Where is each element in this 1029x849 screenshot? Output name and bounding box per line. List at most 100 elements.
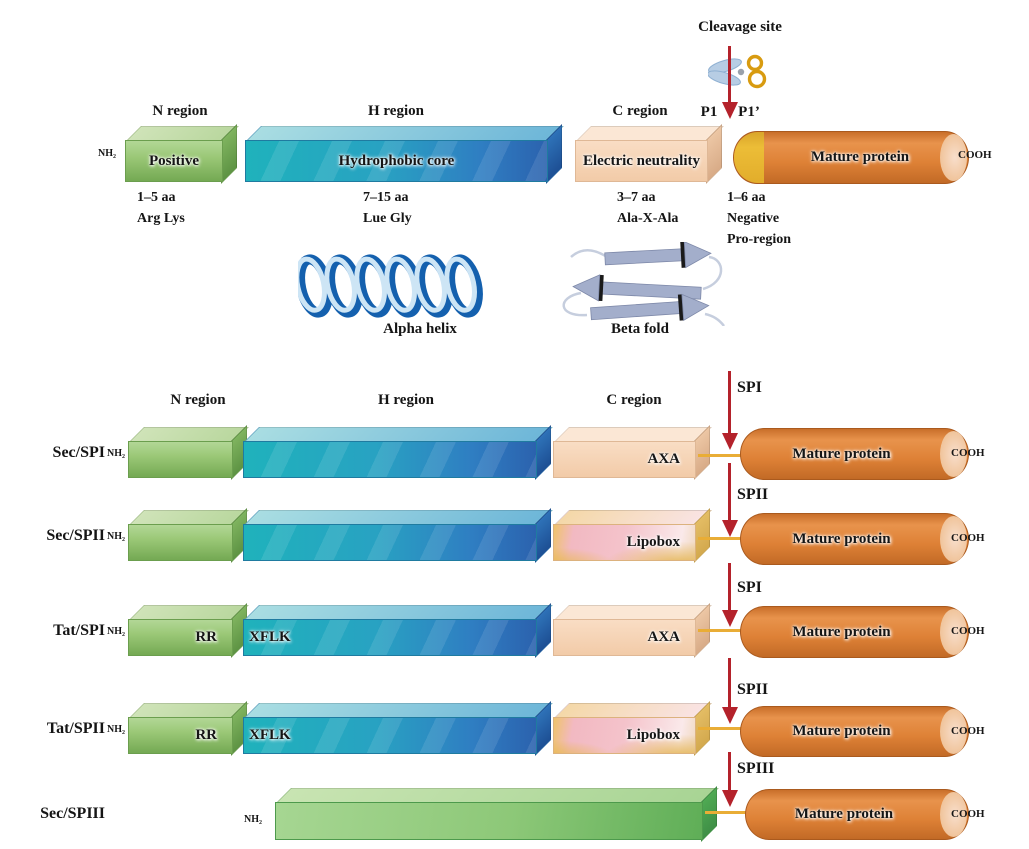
cylinder-end-cap — [940, 792, 967, 837]
top-h-region-label: H region — [368, 103, 424, 119]
row1-mature-label: Mature protein — [792, 445, 891, 462]
cleavage-arrow-line — [728, 46, 731, 104]
n-box-label: Positive — [149, 152, 199, 169]
box-front-face — [243, 524, 537, 561]
row4-enzyme-label: SPII — [737, 681, 769, 698]
row5-enzyme-label: SPIII — [737, 760, 775, 777]
pro-region-annotation: 1–6 aa Negative Pro-region — [727, 187, 791, 250]
row-label-sec-spiii: Sec/SPIII — [40, 805, 105, 822]
pro-line2: Negative — [727, 211, 780, 226]
row1-c-region-box: AXA — [553, 425, 712, 480]
h-residues: Lue Gly — [363, 211, 412, 226]
box-front-face: XFLK — [243, 717, 537, 754]
row2-cooh-label: COOH — [951, 532, 985, 544]
row3-enzyme-label: SPI — [737, 579, 762, 596]
row3-nh2-label: NH₂ — [107, 626, 125, 637]
row4-arrow-head — [722, 707, 738, 724]
box-front-face: Positive — [125, 140, 223, 182]
row3-n-region-box: RR — [128, 603, 249, 658]
row5-mature-label: Mature protein — [794, 806, 894, 822]
row3-mature-label: Mature protein — [792, 623, 891, 640]
row5-signal-peptide-box — [275, 786, 719, 842]
mature-protein-label: Mature protein — [810, 149, 910, 165]
row2-enzyme-label: SPII — [737, 486, 769, 503]
row4-arrow-line — [728, 658, 731, 707]
box-front-face: Lipobox — [553, 524, 696, 561]
row2-mature-label: Mature protein — [792, 530, 891, 547]
box-front-face: RR — [128, 717, 233, 754]
row5-arrow-line — [728, 752, 731, 790]
row2-n-region-box — [128, 508, 249, 563]
row1-h-region-box — [243, 425, 553, 480]
row3-arrow-head — [722, 610, 738, 627]
c-aa-count: 3–7 aa — [617, 190, 656, 205]
h-aa-count: 7–15 aa — [363, 190, 409, 205]
top-c-region-box: Electric neutrality — [575, 124, 724, 184]
pro-aa-count: 1–6 aa — [727, 190, 766, 205]
row4-c-region-box: Lipobox — [553, 701, 712, 756]
box-front-face: XFLK — [243, 619, 537, 656]
alpha-helix-illustration — [298, 254, 483, 318]
row5-cooh-label: COOH — [951, 808, 985, 820]
scissors-icon — [708, 54, 767, 89]
box-front-face: AXA — [553, 441, 696, 478]
cleavage-site-label: Cleavage site — [698, 19, 782, 35]
row-label-tat-spii: Tat/SPII — [46, 720, 105, 737]
row1-nh2-label: NH₂ — [107, 448, 125, 459]
row2-c-region-box: Lipobox — [553, 508, 712, 563]
top-nh2-label: NH₂ — [98, 148, 116, 159]
row4-nh2-label: NH₂ — [107, 724, 125, 735]
c-box-label: Electric neutrality — [582, 152, 701, 169]
row1-enzyme-label: SPI — [737, 379, 762, 396]
top-cooh-label: COOH — [958, 149, 992, 161]
row3-cooh-label: COOH — [951, 625, 985, 637]
box-front-face — [243, 441, 537, 478]
row3-c-region-box: AXA — [553, 603, 712, 658]
top-n-region-box: Positive — [125, 124, 239, 184]
c-residues: Ala-X-Ala — [617, 211, 679, 226]
h-region-annotation: 7–15 aa Lue Gly — [363, 187, 412, 229]
row3-h-label: XFLK — [249, 629, 291, 645]
row5-cleavage-connector — [705, 811, 747, 814]
row4-n-region-box: RR — [128, 701, 249, 756]
row3-c-label: AXA — [647, 629, 681, 645]
row1-arrow-line — [728, 371, 731, 433]
box-front-face: Lipobox — [553, 717, 696, 754]
row4-mature-label: Mature protein — [792, 723, 891, 739]
row5-arrow-head — [722, 790, 738, 807]
row3-n-label: RR — [195, 629, 217, 645]
n-aa-count: 1–5 aa — [137, 190, 176, 205]
row3-mature-protein-cylinder: Mature protein — [740, 606, 969, 658]
bottom-h-region-header: H region — [378, 392, 434, 408]
cleavage-arrow-head — [722, 102, 738, 119]
bottom-c-region-header: C region — [606, 392, 662, 408]
box-front-face: Hydrophobic core — [245, 140, 548, 182]
p1-label: P1 — [700, 104, 718, 120]
box-front-face — [128, 524, 233, 561]
h-box-label: Hydrophobic core — [338, 152, 455, 169]
row3-arrow-line — [728, 563, 731, 610]
row5-mature-protein-cylinder: Mature protein — [745, 789, 969, 840]
box-front-face — [128, 441, 233, 478]
row4-cooh-label: COOH — [951, 725, 985, 737]
row1-cleavage-connector — [698, 454, 742, 457]
cylinder-end-cap — [940, 431, 967, 477]
row2-arrow-line — [728, 463, 731, 520]
row4-cleavage-connector — [698, 727, 742, 730]
row4-n-label: RR — [195, 727, 217, 743]
top-c-region-label: C region — [612, 103, 668, 119]
cylinder-end-cap — [940, 134, 967, 181]
box-front-face: Electric neutrality — [575, 140, 708, 182]
row1-arrow-head — [722, 433, 738, 450]
row3-cleavage-connector — [698, 629, 742, 632]
row2-h-region-box — [243, 508, 553, 563]
n-region-annotation: 1–5 aa Arg Lys — [137, 187, 185, 229]
row1-cooh-label: COOH — [951, 447, 985, 459]
top-mature-protein-cylinder: Mature protein — [733, 131, 969, 184]
bottom-n-region-header: N region — [170, 392, 226, 408]
row1-mature-protein-cylinder: Mature protein — [740, 428, 969, 480]
pro-line3: Pro-region — [727, 232, 792, 247]
n-residues: Arg Lys — [137, 211, 185, 226]
top-n-region-label: N region — [152, 103, 208, 119]
